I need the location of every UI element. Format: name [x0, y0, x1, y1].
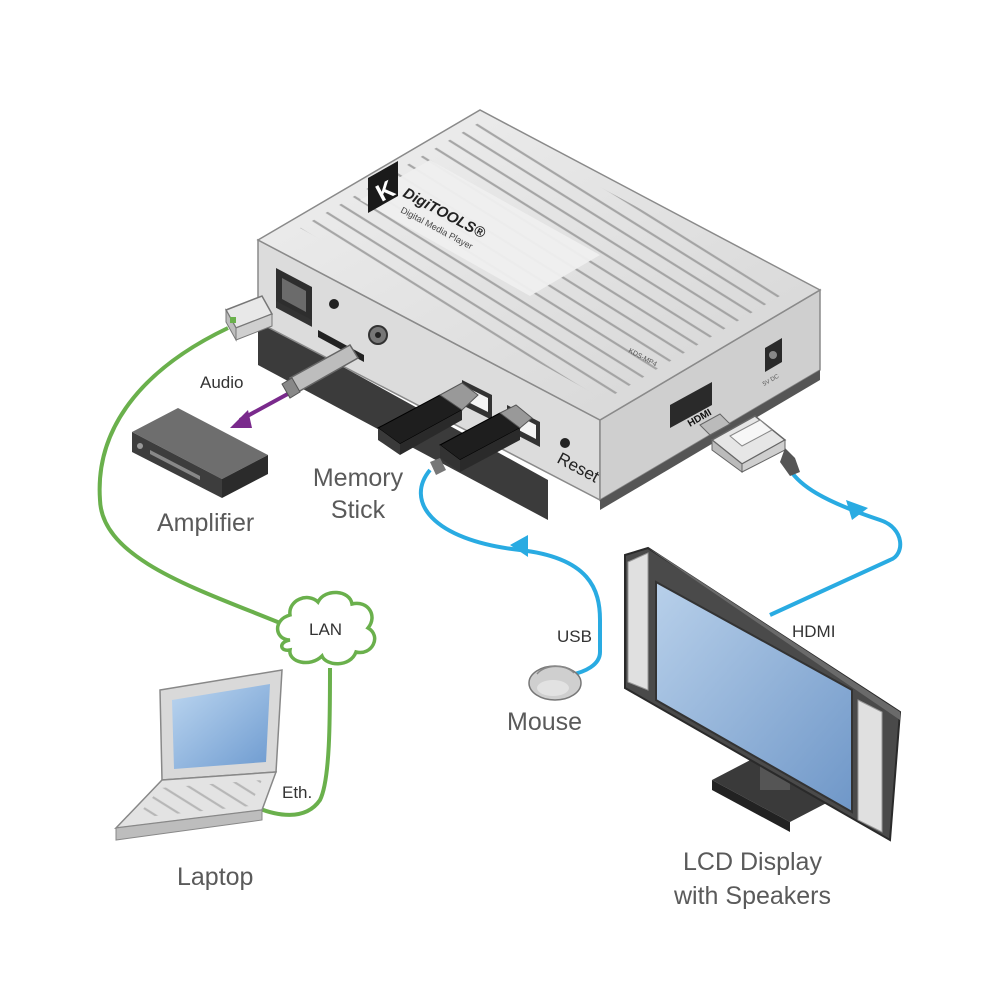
audio-label: Audio: [200, 373, 244, 392]
memory-stick: [377, 382, 479, 455]
audio-cable: [239, 388, 296, 422]
lan-cloud: [275, 590, 377, 666]
mouse-label: Mouse: [507, 708, 583, 736]
hdmi-label: HDMI: [792, 622, 836, 641]
audio-jack: [368, 325, 388, 345]
memory-stick-label: Memory Stick: [303, 462, 413, 526]
hdmi-port: [670, 382, 712, 428]
eth-label: Eth.: [282, 783, 313, 802]
eth-cable: [257, 667, 332, 817]
ethernet-port: [276, 268, 312, 320]
amplifier-device: [132, 408, 268, 498]
hdmi-arrow: [846, 500, 868, 520]
led-indicator: [329, 299, 339, 309]
reset-button[interactable]: [560, 438, 570, 448]
usb-cable: [418, 468, 602, 677]
lan-cable: [97, 326, 286, 627]
hdmi-cable: [769, 468, 903, 617]
ethernet-adapter: [224, 295, 274, 342]
usb-arrow: [510, 535, 528, 557]
memory-stick-label-line1: Memory: [312, 464, 404, 492]
memory-stick-label-line2: Stick: [330, 496, 386, 524]
hdmi-plug: [699, 413, 800, 476]
lcd-display-label: LCD Display with Speakers: [640, 845, 865, 913]
lan-label: LAN: [309, 620, 343, 639]
audio-arrow: [230, 410, 252, 428]
mouse-device: [528, 665, 582, 701]
laptop-label: Laptop: [177, 863, 254, 891]
lcd-display: [624, 546, 902, 842]
dc-power-port: [765, 338, 782, 372]
lcd-display-label-line2: with Speakers: [673, 882, 832, 910]
laptop-device: [114, 669, 283, 841]
amplifier-label: Amplifier: [157, 509, 255, 537]
audio-plug: [281, 343, 360, 399]
lcd-display-label-line1: LCD Display: [683, 848, 822, 876]
usb-mouse-plug: [430, 404, 533, 475]
usb-label: USB: [557, 627, 592, 646]
